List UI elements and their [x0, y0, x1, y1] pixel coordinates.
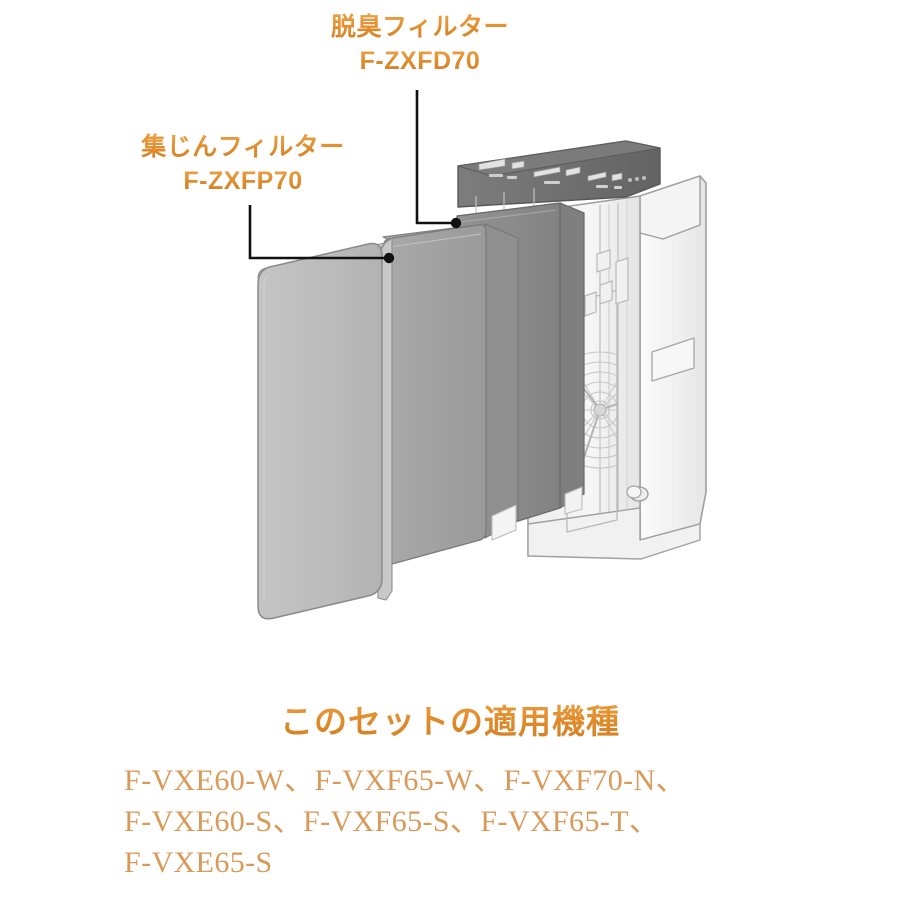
model-line: F-VXE60-W、F-VXF65-W、F-VXF70-N、: [124, 764, 686, 797]
model-line: F-VXE60-S、F-VXF65-S、F-VXF65-T、: [124, 805, 660, 838]
model-line: F-VXE65-S: [124, 846, 273, 879]
applicable-models-heading: このセットの適用機種: [0, 695, 900, 743]
callout-deodorizing-filter: 脱臭フィルター F-ZXFD70: [225, 12, 615, 76]
leader-line-dust: [248, 205, 395, 264]
leader-line-deodorizing: [415, 90, 462, 229]
internal-structure: [559, 249, 629, 317]
callout-dust-filter: 集じんフィルター F-ZXFP70: [48, 132, 438, 196]
front-cover-panel: [257, 237, 393, 620]
callout-dust-code: F-ZXFP70: [48, 166, 438, 197]
callout-deodorizing-name: 脱臭フィルター: [225, 12, 615, 43]
control-panel: [457, 140, 661, 226]
callout-dust-name: 集じんフィルター: [48, 132, 438, 163]
dust-filter-panel: [382, 223, 519, 565]
fan-grille: [567, 351, 617, 469]
callout-deodorizing-code: F-ZXFD70: [225, 46, 615, 77]
applicable-models-list: F-VXE60-W、F-VXF65-W、F-VXF70-N、 F-VXE60-S…: [124, 760, 884, 883]
